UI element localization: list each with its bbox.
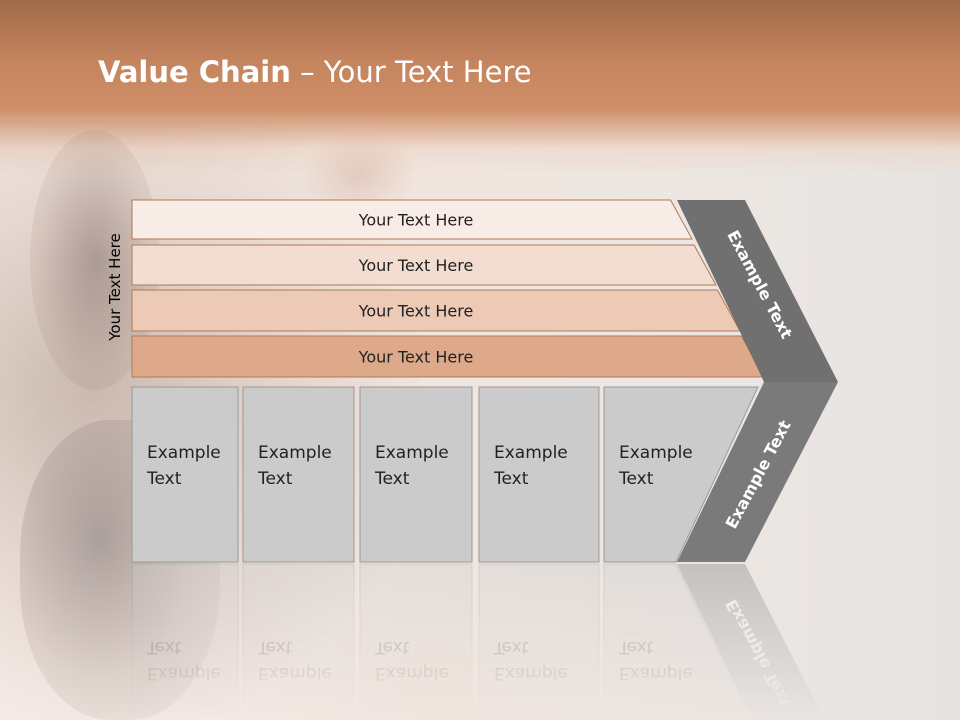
diagram-reflection: ExampleText ExampleText ExampleText Example… bbox=[131, 563, 825, 720]
activity-box-reflection-label: ExampleText bbox=[146, 637, 221, 683]
activity-box-2 bbox=[242, 386, 355, 563]
support-row-label: Your Text Here bbox=[358, 211, 474, 230]
support-row-label: Your Text Here bbox=[358, 256, 474, 275]
slide-title-rest: – Your Text Here bbox=[290, 55, 532, 89]
slide-title-bold: Value Chain bbox=[98, 55, 291, 89]
support-row-label: Your Text Here bbox=[358, 302, 474, 321]
activity-box-reflection bbox=[359, 563, 473, 720]
activity-box-reflection-label: ExampleText bbox=[493, 637, 568, 683]
activity-box-5 bbox=[603, 386, 759, 563]
support-row-label: Your Text Here bbox=[358, 348, 474, 367]
header-band bbox=[0, 0, 960, 175]
slide-title: Value Chain – Your Text Here bbox=[98, 55, 532, 89]
activity-box-4 bbox=[478, 386, 600, 563]
activity-box-reflection-label: ExampleText bbox=[374, 637, 449, 683]
chevron-lower bbox=[677, 382, 838, 562]
support-row-1 bbox=[131, 199, 693, 240]
activity-box-reflection bbox=[131, 563, 239, 720]
chevron-upper bbox=[677, 200, 838, 382]
support-row-2 bbox=[131, 244, 717, 286]
activity-box-reflection bbox=[242, 563, 355, 720]
activity-box-1 bbox=[131, 386, 239, 563]
activity-box-reflection-label: ExampleText bbox=[257, 637, 332, 683]
activity-box-reflection bbox=[478, 563, 600, 720]
activity-box-reflection bbox=[603, 563, 750, 720]
activity-box-3 bbox=[359, 386, 473, 563]
activity-box-reflection-label: ExampleText bbox=[618, 637, 693, 683]
chevron-reflection bbox=[677, 564, 825, 720]
